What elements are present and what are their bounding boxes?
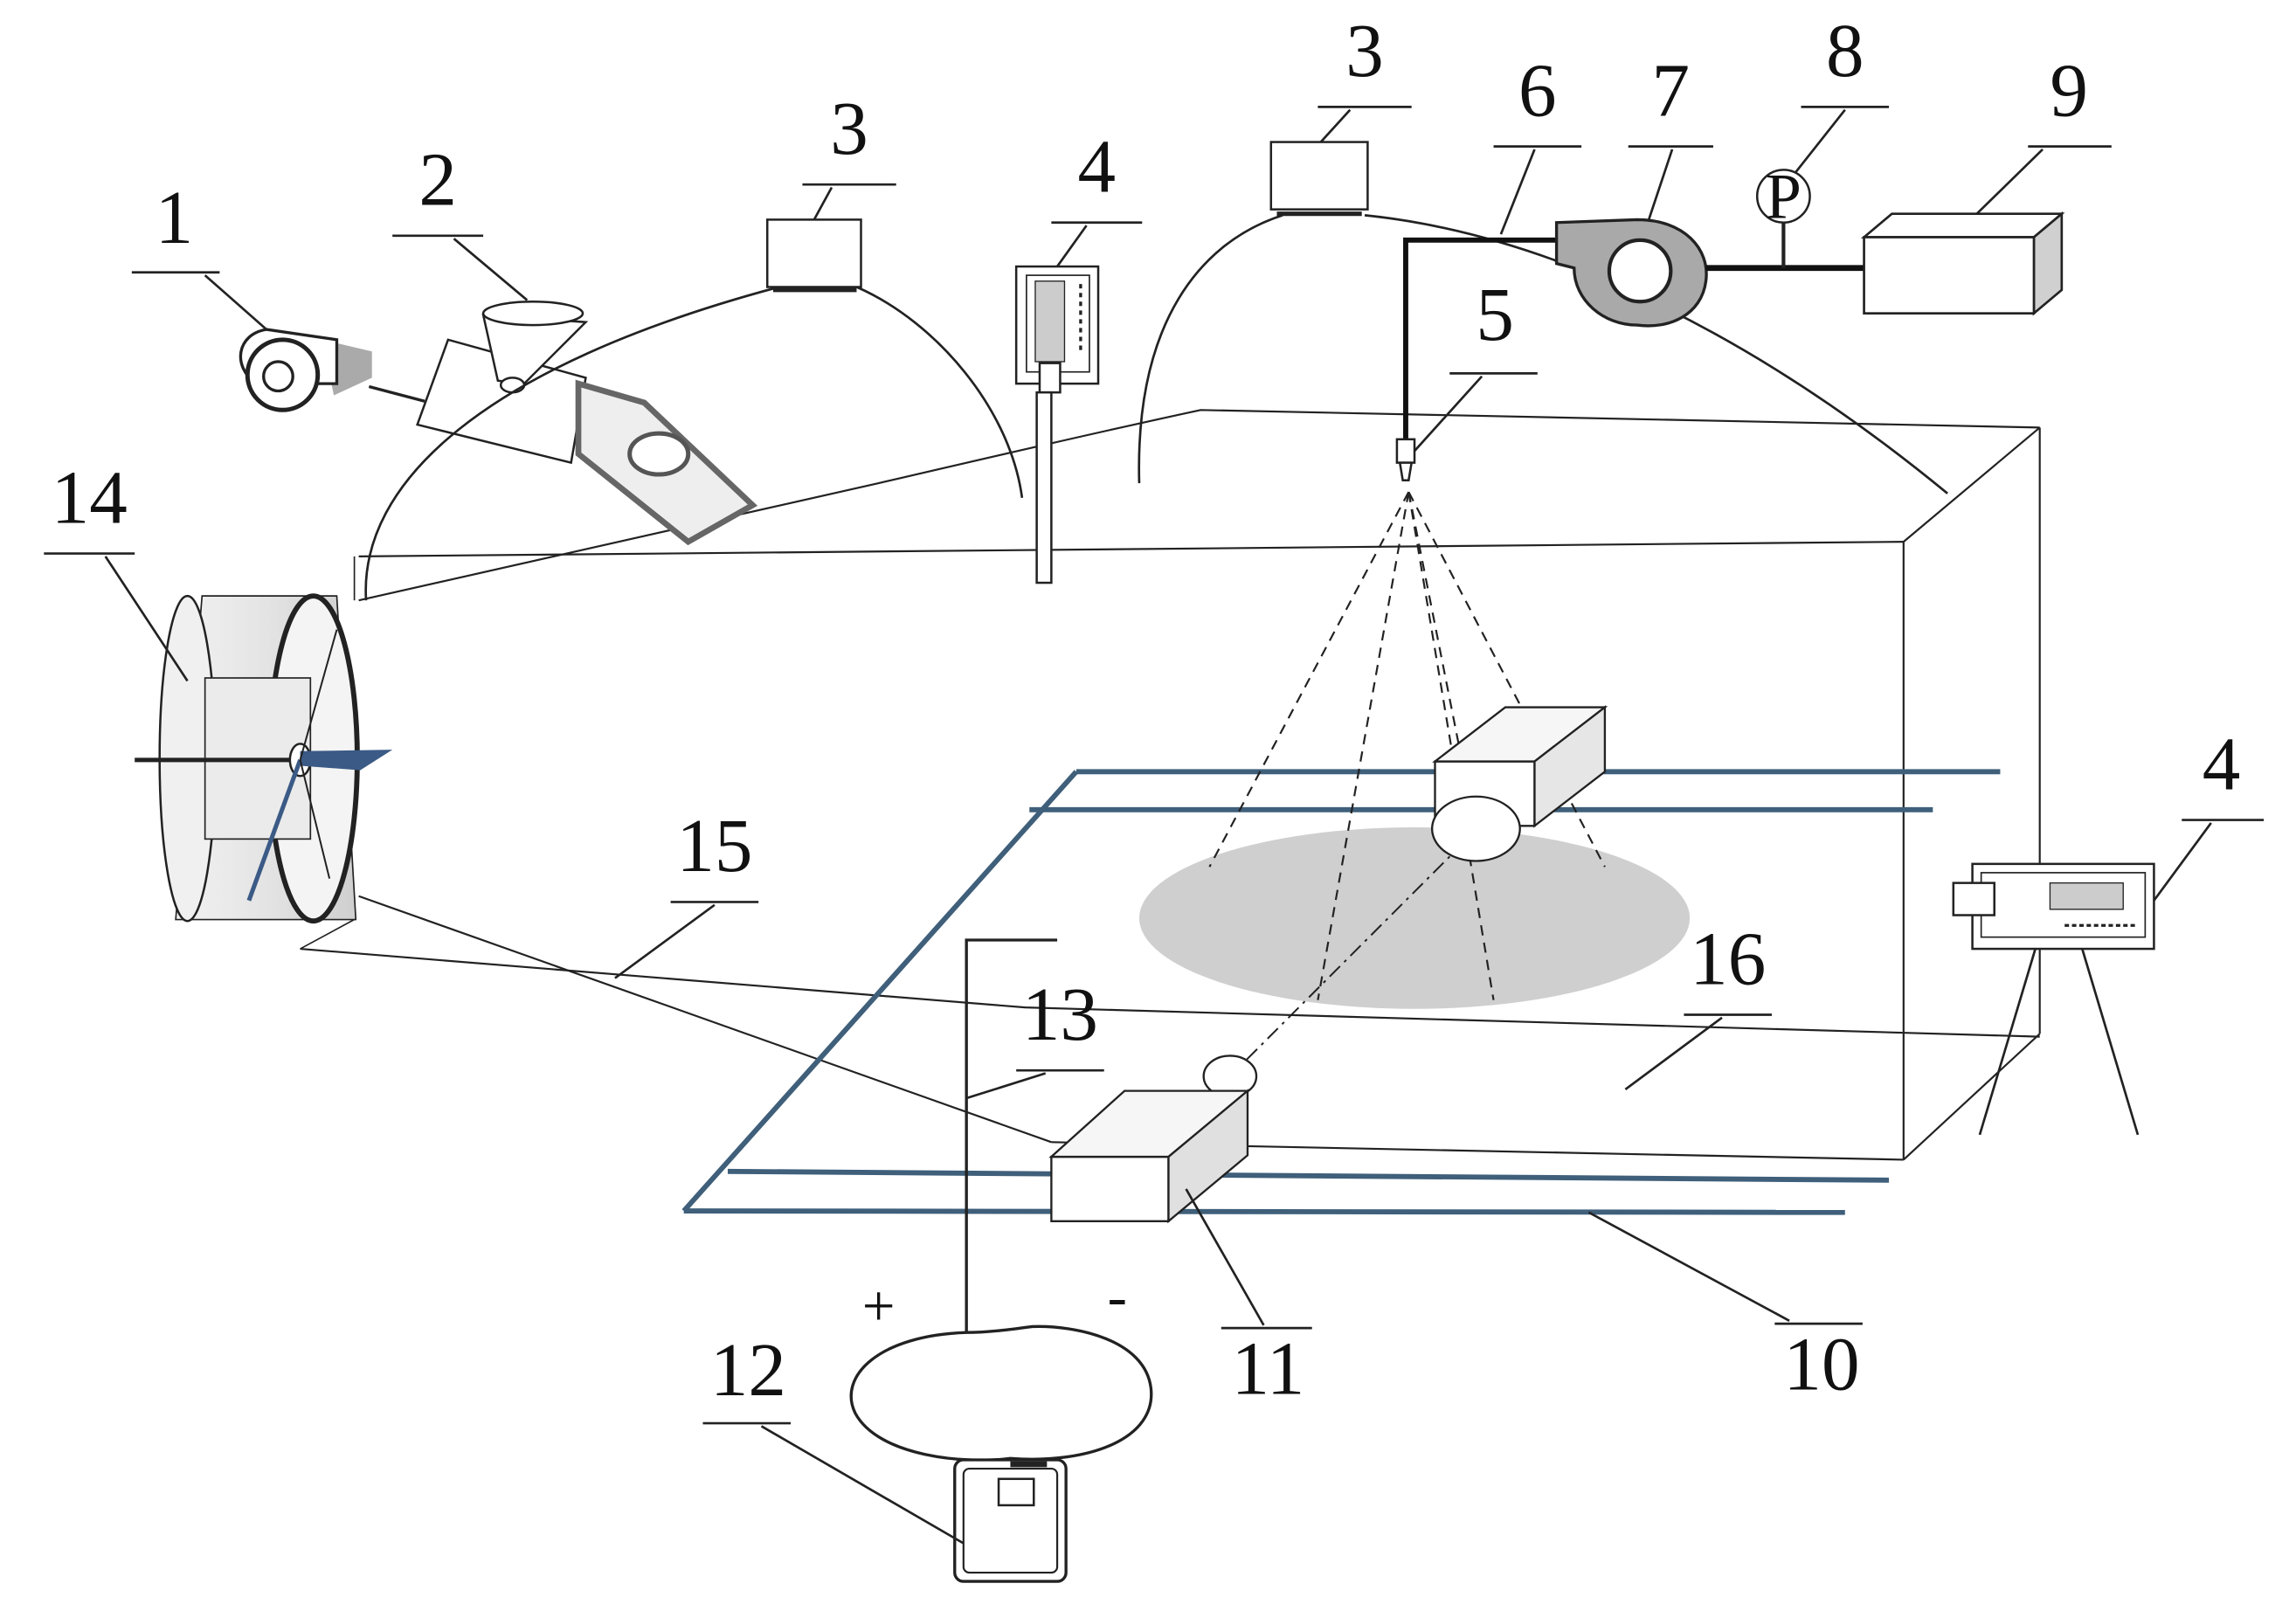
label-15: 15 xyxy=(676,803,752,888)
liquid-tank xyxy=(1860,211,2065,316)
label-6: 6 xyxy=(1518,47,1557,132)
anemometer-vertical xyxy=(1014,265,1100,584)
label-8: 8 xyxy=(1826,8,1864,93)
particle-sizer-receiver xyxy=(1430,705,1608,862)
label-2: 2 xyxy=(418,137,457,222)
sensor-cables xyxy=(364,214,2140,1136)
spray-nozzle xyxy=(1395,438,1416,481)
label-16: 16 xyxy=(1690,916,1766,1000)
data-logger-left xyxy=(765,218,862,293)
particle-feeder xyxy=(416,301,758,546)
pump xyxy=(1554,218,1708,328)
pressure-gauge xyxy=(1755,169,1811,268)
anemometer-horizontal xyxy=(1952,862,2155,951)
label-3-left: 3 xyxy=(830,86,868,170)
plus-sign: + xyxy=(862,1273,896,1338)
deposition-area xyxy=(1138,826,1691,1009)
label-14: 14 xyxy=(52,454,128,539)
label-5: 5 xyxy=(1476,272,1514,356)
label-7: 7 xyxy=(1652,47,1691,132)
label-10: 10 xyxy=(1783,1322,1859,1407)
power-cable xyxy=(965,938,1058,1333)
label-11: 11 xyxy=(1231,1326,1304,1411)
label-4-top: 4 xyxy=(1078,124,1117,209)
laser-sheet-axis xyxy=(1236,840,1465,1070)
minus-sign: - xyxy=(1108,1264,1127,1330)
axial-fan xyxy=(135,556,393,950)
data-logger-right xyxy=(1269,141,1369,217)
label-9: 9 xyxy=(2050,47,2088,132)
label-12: 12 xyxy=(710,1327,786,1412)
label-13: 13 xyxy=(1022,971,1098,1056)
wind-tunnel-box xyxy=(300,409,2041,1161)
electrostatic-generator xyxy=(849,1324,1153,1583)
label-4-right: 4 xyxy=(2203,721,2241,806)
particle-sizer-emitter xyxy=(1048,1054,1258,1224)
label-1: 1 xyxy=(156,175,194,259)
liquid-supply-line xyxy=(1403,237,1567,439)
leader-lines xyxy=(44,106,2265,1545)
label-3-right: 3 xyxy=(1345,8,1384,93)
blower-fan xyxy=(239,328,425,412)
